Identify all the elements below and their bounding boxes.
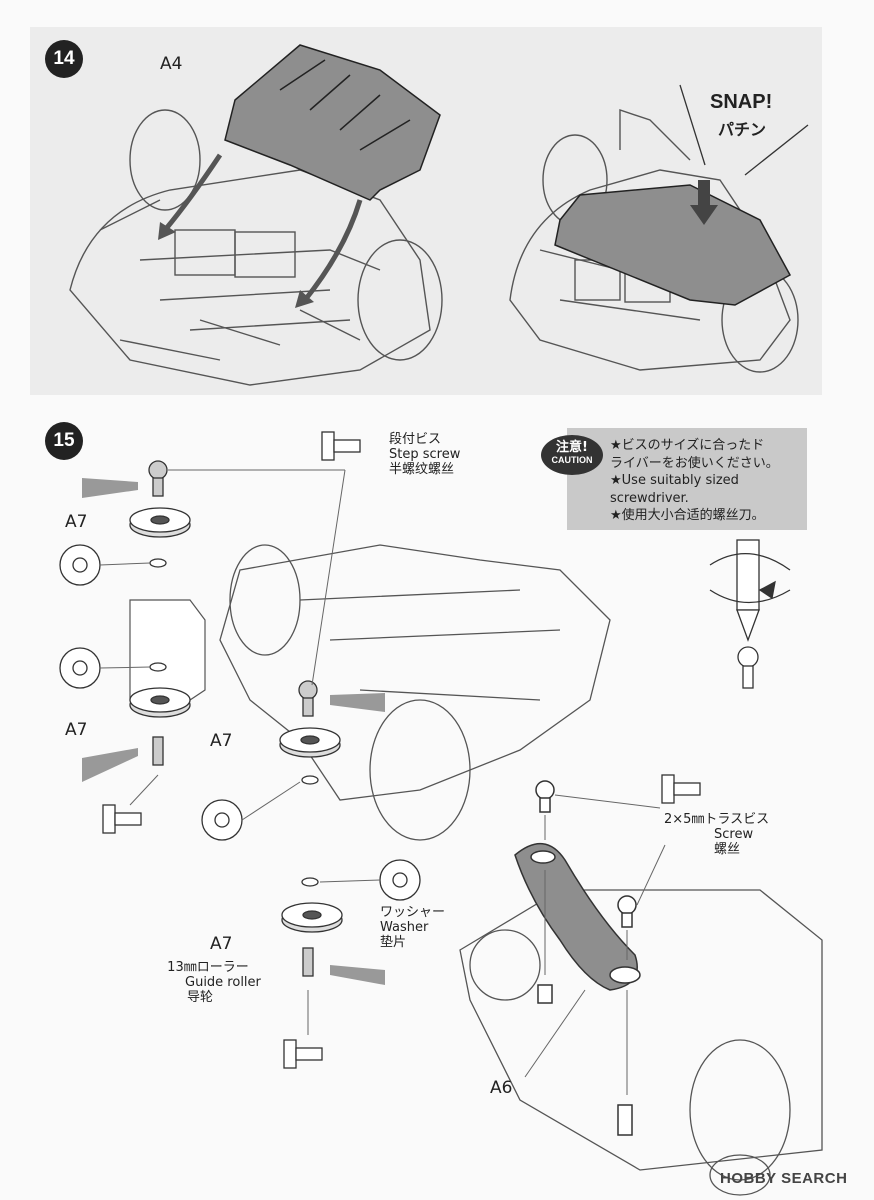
washer-label: ワッシャー Washer 垫片 [380, 905, 446, 950]
part-label-a4: A4 [160, 54, 183, 74]
truss-screw-label: 2×5㎜トラスビス Screw 螺丝 [664, 812, 770, 857]
snap-label: SNAP! [710, 91, 773, 113]
snap-label-jp: パチン [718, 120, 767, 139]
part-label-a6: A6 [490, 1078, 513, 1098]
rollers-and-washers [59, 431, 701, 1069]
chassis-right-illustration [509, 109, 799, 373]
snap-arrow [690, 180, 718, 225]
guide-roller-label: 13㎜ローラー Guide roller 导轮 [167, 960, 261, 1005]
chassis-15-illustration [219, 544, 823, 1196]
part-label-a7-mid: A7 [65, 720, 88, 740]
step-14-badge: 14 [45, 40, 83, 78]
step-screw-label: 段付ビス Step screw 半螺纹螺丝 [389, 432, 461, 477]
stay-bracket [129, 599, 206, 701]
a4-body-part [224, 44, 441, 201]
install-arrows [163, 153, 363, 302]
part-label-a7-center: A7 [210, 731, 233, 751]
snap-lines [679, 84, 809, 176]
a6-part [514, 780, 666, 1136]
part-label-a7-bottom: A7 [210, 934, 233, 954]
screwdriver-illustration [709, 539, 791, 689]
step-15-badge: 15 [45, 422, 83, 460]
a4-installed-part [554, 184, 792, 306]
hobby-search-watermark: HOBBY SEARCH [720, 1170, 848, 1187]
caution-text: ★ビスのサイズに合ったド ライバーをお使いください。 ★Use suitably… [610, 438, 779, 523]
part-label-a7-top: A7 [65, 512, 88, 532]
caution-badge: 注意! CAUTION [541, 435, 603, 475]
chassis-left-illustration [69, 109, 443, 386]
caution-box [567, 428, 807, 530]
